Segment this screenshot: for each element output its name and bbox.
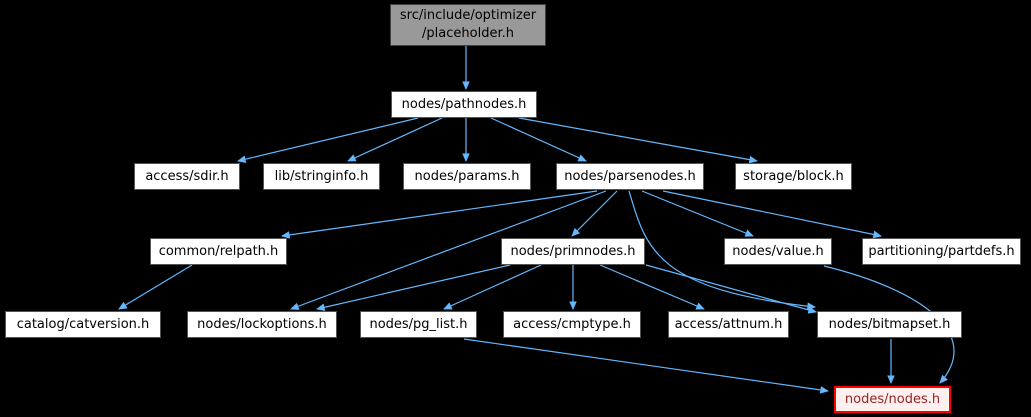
node-label: nodes/primnodes.h xyxy=(510,243,636,259)
node-stringinfo-h[interactable]: lib/stringinfo.h xyxy=(263,163,380,190)
edge-parsenodes-primnodes xyxy=(571,190,618,237)
node-label: nodes/bitmapset.h xyxy=(828,316,951,332)
node-label: access/sdir.h xyxy=(145,168,229,184)
node-params-h[interactable]: nodes/params.h xyxy=(403,163,531,190)
node-label: nodes/lockoptions.h xyxy=(197,316,327,332)
node-label: nodes/nodes.h xyxy=(844,391,941,407)
node-label: nodes/params.h xyxy=(414,168,520,184)
node-bitmapset-h[interactable]: nodes/bitmapset.h xyxy=(817,311,962,338)
edge-primnodes-pglist xyxy=(443,264,542,310)
node-label: access/cmptype.h xyxy=(513,316,631,332)
node-label: storage/block.h xyxy=(743,168,844,184)
node-value-h[interactable]: nodes/value.h xyxy=(724,238,832,265)
node-block-h[interactable]: storage/block.h xyxy=(735,163,852,190)
edge-primnodes-bitmapset xyxy=(645,264,817,314)
node-parsenodes-h[interactable]: nodes/parsenodes.h xyxy=(556,163,704,190)
edge-pathnodes-parsenodes xyxy=(490,117,587,162)
node-label: access/attnum.h xyxy=(674,316,783,332)
node-placeholder-h: src/include/optimizer /placeholder.h xyxy=(390,4,546,46)
node-label: nodes/pathnodes.h xyxy=(401,96,527,112)
node-label: nodes/parsenodes.h xyxy=(564,168,696,184)
edge-parsenodes-partdefs xyxy=(662,190,882,239)
node-pg-list-h[interactable]: nodes/pg_list.h xyxy=(360,311,477,338)
node-label: lib/stringinfo.h xyxy=(274,168,369,184)
edge-pathnodes-block xyxy=(518,117,758,164)
edge-parsenodes-lockoptions xyxy=(290,190,607,310)
edge-pathnodes-sdir xyxy=(237,117,419,163)
node-relpath-h[interactable]: common/relpath.h xyxy=(150,238,287,265)
node-label: src/include/optimizer xyxy=(399,8,537,24)
node-catversion-h[interactable]: catalog/catversion.h xyxy=(5,311,161,338)
edge-parsenodes-bitmapset xyxy=(628,190,816,311)
node-sdir-h[interactable]: access/sdir.h xyxy=(134,163,240,190)
node-label: catalog/catversion.h xyxy=(16,316,150,332)
node-label: nodes/value.h xyxy=(732,243,824,259)
edge-parsenodes-relpath xyxy=(281,190,598,239)
edge-relpath-catversion xyxy=(118,264,193,310)
node-label: /placeholder.h xyxy=(422,26,514,41)
node-nodes-h[interactable]: nodes/nodes.h xyxy=(834,386,951,413)
edge-pathnodes-stringinfo xyxy=(347,117,443,162)
edge-primnodes-lockoptions xyxy=(316,264,511,312)
node-label: partitioning/partdefs.h xyxy=(868,243,1015,259)
node-pathnodes-h[interactable]: nodes/pathnodes.h xyxy=(391,91,537,118)
node-label: nodes/pg_list.h xyxy=(369,316,468,332)
edge-pglist-nodes xyxy=(463,338,829,394)
edge-primnodes-attnum xyxy=(599,264,705,310)
node-lockoptions-h[interactable]: nodes/lockoptions.h xyxy=(187,311,337,338)
edge-parsenodes-value xyxy=(641,190,754,237)
node-partdefs-h[interactable]: partitioning/partdefs.h xyxy=(862,238,1021,265)
node-label: common/relpath.h xyxy=(158,243,279,259)
node-cmptype-h[interactable]: access/cmptype.h xyxy=(503,311,641,338)
node-attnum-h[interactable]: access/attnum.h xyxy=(668,311,789,338)
node-primnodes-h[interactable]: nodes/primnodes.h xyxy=(501,238,645,265)
